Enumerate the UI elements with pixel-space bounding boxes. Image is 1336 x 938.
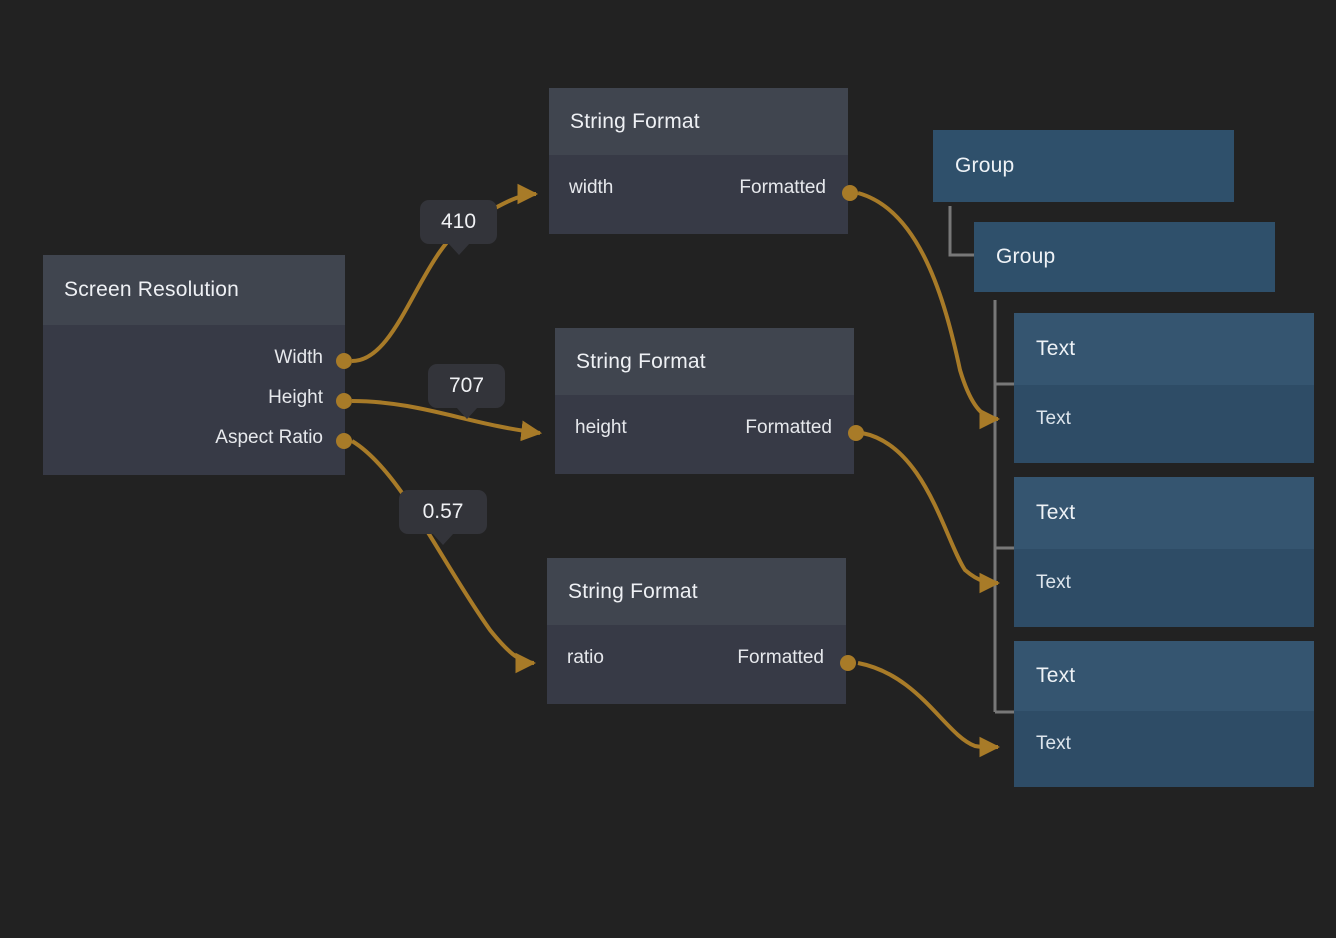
output-port-label-aspect-ratio: Aspect Ratio: [215, 427, 323, 448]
output-socket-formatted-height[interactable]: [848, 425, 864, 441]
port-row-width[interactable]: width Formatted: [549, 175, 848, 201]
output-socket-width[interactable]: [336, 353, 352, 369]
node-body-text-1: Text: [1014, 385, 1314, 463]
port-row-text-2[interactable]: Text: [1014, 570, 1314, 596]
port-row-height[interactable]: height Formatted: [555, 415, 854, 441]
wire-format-height-to-text2: [861, 431, 1001, 594]
input-port-label-width: width: [569, 177, 614, 198]
node-text-1[interactable]: Text Text: [1014, 313, 1314, 463]
node-title: Text: [1036, 501, 1076, 524]
node-body-string-format-width: width Formatted: [549, 155, 848, 234]
badge-tail: [432, 533, 454, 545]
node-string-format-ratio[interactable]: String Format ratio Formatted: [547, 558, 846, 704]
badge-tail: [447, 243, 470, 255]
node-title: Group: [996, 245, 1056, 268]
value-badge-height[interactable]: 707: [428, 364, 505, 419]
node-header-screen-resolution[interactable]: Screen Resolution: [43, 255, 345, 325]
node-group-outer[interactable]: Group: [933, 130, 1234, 202]
node-body-text-3: Text: [1014, 711, 1314, 787]
output-socket-aspect-ratio[interactable]: [336, 433, 352, 449]
port-row-text-3[interactable]: Text: [1014, 731, 1314, 757]
node-title: Screen Resolution: [64, 278, 239, 301]
input-port-label-ratio: ratio: [567, 647, 604, 668]
output-socket-formatted-ratio[interactable]: [840, 655, 856, 671]
output-port-label-width: Width: [274, 347, 323, 368]
input-port-label-height: height: [575, 417, 627, 438]
node-title: Group: [955, 154, 1015, 177]
node-body-string-format-ratio: ratio Formatted: [547, 625, 846, 704]
node-body-string-format-height: height Formatted: [555, 395, 854, 474]
node-header-string-format-width[interactable]: String Format: [549, 88, 848, 155]
node-title: Text: [1036, 664, 1076, 687]
node-text-2[interactable]: Text Text: [1014, 477, 1314, 627]
output-port-row-height[interactable]: Height: [43, 385, 345, 411]
output-port-label-height: Height: [268, 387, 323, 408]
value-badge-label: 410: [440, 210, 477, 233]
wire-ratio-to-format: [350, 439, 537, 674]
node-header-text-1[interactable]: Text: [1014, 313, 1314, 385]
node-header-string-format-ratio[interactable]: String Format: [547, 558, 846, 625]
node-title: String Format: [576, 349, 706, 373]
value-badge-aspect-ratio[interactable]: 0.57: [399, 490, 487, 545]
wire-format-ratio-to-text3: [857, 661, 1001, 758]
node-title: String Format: [568, 579, 698, 603]
node-header-text-3[interactable]: Text: [1014, 641, 1314, 711]
input-port-label-text: Text: [1036, 408, 1071, 429]
port-row-text-1[interactable]: Text: [1014, 406, 1314, 432]
node-title: Text: [1036, 337, 1076, 360]
output-port-row-aspect-ratio[interactable]: Aspect Ratio: [43, 425, 345, 451]
output-port-row-width[interactable]: Width: [43, 345, 345, 371]
output-socket-formatted-width[interactable]: [842, 185, 858, 201]
node-string-format-height[interactable]: String Format height Formatted: [555, 328, 854, 474]
node-header-group-outer[interactable]: Group: [933, 130, 1234, 202]
input-port-label-text: Text: [1036, 733, 1071, 754]
output-port-label-formatted: Formatted: [737, 647, 824, 668]
port-row-ratio[interactable]: ratio Formatted: [547, 645, 846, 671]
node-title: String Format: [570, 109, 700, 133]
value-badge-width[interactable]: 410: [420, 200, 497, 255]
node-header-group-inner[interactable]: Group: [974, 222, 1275, 292]
output-port-label-formatted: Formatted: [745, 417, 832, 438]
node-header-string-format-height[interactable]: String Format: [555, 328, 854, 395]
value-badge-label: 0.57: [422, 500, 464, 523]
output-socket-height[interactable]: [336, 393, 352, 409]
input-port-label-text: Text: [1036, 572, 1071, 593]
value-badge-label: 707: [448, 374, 485, 397]
node-screen-resolution[interactable]: Screen Resolution Width Height Aspect Ra…: [43, 255, 345, 475]
node-group-inner[interactable]: Group: [974, 222, 1275, 292]
node-body-text-2: Text: [1014, 549, 1314, 627]
node-string-format-width[interactable]: String Format width Formatted: [549, 88, 848, 234]
badge-tail: [455, 407, 478, 419]
node-text-3[interactable]: Text Text: [1014, 641, 1314, 787]
node-body-screen-resolution: Width Height Aspect Ratio: [43, 325, 345, 475]
output-port-label-formatted: Formatted: [739, 177, 826, 198]
node-header-text-2[interactable]: Text: [1014, 477, 1314, 549]
